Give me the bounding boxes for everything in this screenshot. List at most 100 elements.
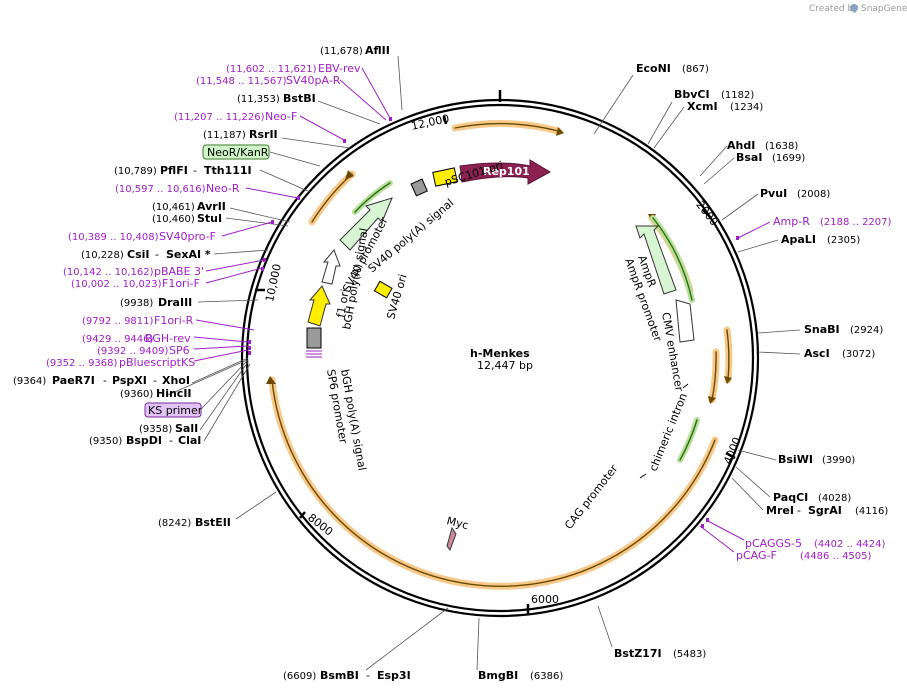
site-xcmi[interactable]: XcmI — [687, 100, 718, 113]
f1-ori-feature[interactable] — [307, 285, 331, 327]
chimeric-intron-tick — [682, 383, 689, 389]
tick-label: 2000 — [693, 198, 720, 228]
site-apali[interactable]: ApaLI — [781, 233, 816, 246]
site-ahdi-pos: (1638) — [765, 141, 798, 152]
site-sgrai[interactable]: SgrAI — [808, 504, 842, 517]
primer-leaders-right — [699, 221, 771, 553]
site-paer7i-pos: (9364) — [13, 376, 46, 387]
ks-primer-leader — [200, 359, 249, 410]
sv40-ori-box[interactable] — [373, 280, 393, 299]
primer-neo-f[interactable]: Neo-F — [265, 110, 297, 123]
site-paer7i[interactable]: PaeR7I — [52, 374, 95, 387]
primer-sp6[interactable]: SP6 — [169, 344, 190, 357]
site-pvui[interactable]: PvuI — [760, 187, 787, 200]
site-bsiwi[interactable]: BsiWI — [778, 453, 813, 466]
site-pflfi[interactable]: PflFI — [160, 164, 188, 177]
site-paqci[interactable]: PaqCI — [773, 491, 808, 504]
neor-kanr-leader — [269, 151, 321, 167]
site-bstz17i[interactable]: BstZ17I — [614, 647, 662, 660]
primer-ebv-rev[interactable]: EBV-rev — [318, 62, 361, 75]
site-pflfi-sep: - — [193, 164, 197, 177]
site-bstbi[interactable]: BstBI — [283, 92, 316, 105]
site-sali[interactable]: SalI — [175, 422, 198, 435]
ampr-feature[interactable] — [635, 225, 677, 295]
promoter-arcs — [352, 180, 700, 463]
orf-arrowheads — [266, 127, 732, 404]
myc-feature[interactable] — [446, 526, 457, 552]
site-tth111i[interactable]: Tth111I — [204, 164, 252, 177]
cmv-enhancer-feature[interactable] — [675, 299, 695, 343]
primer-f1ori-r[interactable]: F1ori-R — [154, 314, 194, 327]
site-clai[interactable]: ClaI — [178, 434, 201, 447]
snapgene-brand[interactable]: SnapGene — [861, 4, 907, 14]
site-bsai-pos: (1699) — [772, 153, 805, 164]
sp6-promoter-feature[interactable] — [321, 249, 341, 285]
site-bstz17i-pos: (5483) — [673, 649, 706, 660]
chimeric-intron-label: chimeric intron — [647, 391, 690, 473]
rep101-label: Rep101 — [483, 165, 530, 178]
site-bmgbi-pos: (6386) — [530, 671, 563, 682]
site-bsmbi[interactable]: BsmBI — [320, 669, 359, 682]
site-draiii-pos: (9938) — [120, 298, 153, 309]
backbone-inner — [245, 103, 755, 613]
site-bsmbi-sep: - — [366, 669, 370, 682]
site-draiii[interactable]: DraIII — [158, 296, 192, 309]
primer-bgh-rev[interactable]: BGH-rev — [145, 332, 191, 345]
site-bsai[interactable]: BsaI — [736, 151, 762, 164]
site-rsrii[interactable]: RsrII — [249, 128, 278, 141]
primer-neo-r[interactable]: Neo-R — [206, 182, 240, 195]
site-apali-pos: (2305) — [827, 235, 860, 246]
primer-markers — [248, 117, 739, 528]
site-esp3i[interactable]: Esp3I — [377, 669, 411, 682]
psc101-ori-label: pSC101 ori — [443, 159, 505, 189]
site-hincii[interactable]: HincII — [156, 387, 192, 400]
site-bspdi[interactable]: BspDI — [126, 434, 162, 447]
site-pspxi[interactable]: PspXI — [112, 374, 147, 387]
site-csii[interactable]: CsiI — [127, 248, 149, 261]
ks-primer-label-box[interactable]: KS primer — [144, 402, 203, 418]
site-bsmbi-pos: (6609) — [283, 671, 316, 682]
primer-pbabe3-pos: (10,142 .. 10,162) — [63, 267, 154, 278]
sv40-polya-marker[interactable] — [410, 178, 428, 197]
site-csii-pos: (10,228) — [81, 250, 124, 261]
primer-bgh-rev-pos: (9429 .. 9446) — [82, 334, 154, 345]
site-asci-pos: (3072) — [842, 349, 875, 360]
primer-amp-r[interactable]: Amp-R — [773, 215, 810, 228]
site-pspxi-sep: - — [153, 374, 157, 387]
rep101-feature[interactable]: Rep101 — [459, 159, 552, 185]
site-asci[interactable]: AscI — [804, 347, 830, 360]
site-hincii-pos: (9360) — [120, 389, 153, 400]
site-bbvci-pos: (1182) — [721, 90, 754, 101]
site-stui-pos: (10,460) — [152, 214, 195, 225]
site-sexai[interactable]: SexAI * — [166, 248, 211, 261]
site-econi[interactable]: EcoNI — [636, 62, 671, 75]
site-aflii[interactable]: AflII — [365, 44, 390, 57]
chimeric-intron-tick — [639, 473, 647, 479]
site-xhoi[interactable]: XhoI — [162, 374, 190, 387]
site-avrii[interactable]: AvrII — [197, 200, 226, 213]
bgh-polya-box[interactable] — [306, 327, 322, 349]
primer-pbluescriptks[interactable]: pBluescriptKS — [119, 356, 195, 369]
site-snabi[interactable]: SnaBI — [804, 323, 840, 336]
site-bsiwi-pos: (3990) — [822, 455, 855, 466]
site-bsteii[interactable]: BstEII — [195, 516, 231, 529]
site-stui[interactable]: StuI — [197, 212, 222, 225]
primer-neo-r-pos: (10,597 .. 10,616) — [115, 184, 206, 195]
site-mrei[interactable]: MreI — [766, 504, 794, 517]
primer-sv40pro-f[interactable]: SV40pro-F — [159, 230, 216, 243]
psc101-ori-box[interactable] — [432, 167, 458, 187]
primer-f1ori-f[interactable]: F1ori-F — [162, 277, 200, 290]
primer-pcaggs-5[interactable]: pCAGGS-5 — [745, 537, 802, 550]
site-bspdi-sep: - — [169, 434, 173, 447]
primer-pcag-f[interactable]: pCAG-F — [736, 549, 777, 562]
site-bmgbi[interactable]: BmgBI — [478, 669, 518, 682]
primer-pbabe3[interactable]: pBABE 3' — [154, 265, 204, 278]
site-pflfi-pos: (10,789) — [114, 166, 157, 177]
snapgene-logo-icon — [850, 4, 858, 12]
primer-sv40pa-r[interactable]: SV40pA-R — [286, 74, 341, 87]
sv40-promoter-feature[interactable] — [339, 197, 393, 251]
site-ahdi[interactable]: AhdI — [727, 139, 755, 152]
site-paqci-pos: (4028) — [818, 493, 851, 504]
neor-kanr-label-box[interactable]: NeoR/KanR — [202, 144, 270, 160]
site-bbvci[interactable]: BbvCI — [674, 88, 710, 101]
